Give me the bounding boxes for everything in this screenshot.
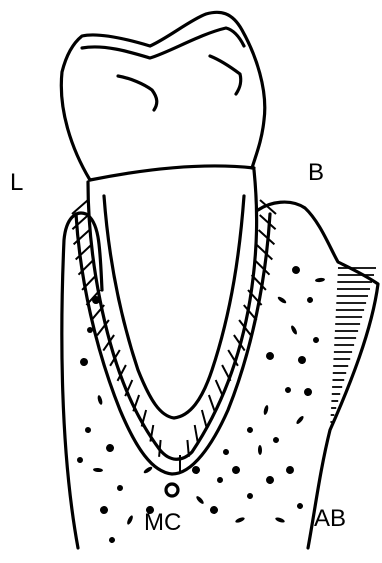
ligament-hatch-line: [195, 425, 198, 442]
marrow-space: [143, 466, 154, 475]
marrow-space: [284, 386, 291, 393]
label-mandibular-canal: MC: [144, 509, 181, 536]
crown-cusp-line-right: [210, 56, 241, 94]
marrow-space: [84, 426, 92, 434]
ligament-hatch-line: [209, 395, 215, 411]
marrow-space: [126, 515, 134, 526]
marrow-space: [307, 297, 314, 304]
marrow-space: [87, 327, 93, 333]
ligament-hatch-line: [255, 260, 270, 275]
marrow-space: [108, 536, 116, 544]
label-buccal: B: [308, 159, 324, 186]
marrow-space: [258, 445, 262, 455]
tooth-crown-outline: [61, 12, 264, 180]
marrow-space: [209, 505, 220, 516]
marrow-space: [296, 502, 304, 510]
marrow-space: [272, 436, 280, 444]
marrow-space: [217, 477, 224, 484]
marrow-space: [315, 277, 325, 282]
marrow-space: [246, 492, 253, 499]
marrow-space: [246, 426, 254, 434]
crown-cusp-line-left: [118, 76, 157, 110]
marrow-space: [235, 516, 246, 523]
cancellous-bone-marrow-spaces: [77, 264, 325, 544]
marrow-space: [263, 405, 269, 416]
marrow-space: [230, 464, 241, 475]
ligament-hatch-line: [216, 380, 223, 396]
marrow-space: [99, 505, 108, 514]
buccal-bone-hatching: [330, 268, 376, 429]
marrow-space: [286, 466, 295, 475]
marrow-space: [77, 457, 83, 463]
marrow-space: [222, 448, 230, 456]
root-outer-outline: [88, 170, 257, 459]
crown-occlusal-line: [82, 28, 244, 58]
marrow-space: [116, 484, 124, 492]
ligament-hatch-line: [159, 440, 161, 457]
marrow-space: [290, 325, 298, 336]
cemento-enamel-junction: [90, 166, 254, 180]
marrow-space: [104, 442, 115, 453]
marrow-space: [195, 495, 205, 505]
ligament-hatch-line: [202, 410, 206, 427]
marrow-space: [295, 415, 305, 425]
marrow-space: [93, 468, 103, 473]
marrow-space: [290, 264, 301, 275]
marrow-space: [303, 387, 313, 397]
marrow-space: [78, 356, 89, 367]
marrow-space: [275, 516, 286, 523]
marrow-space: [266, 352, 274, 360]
marrow-space: [312, 336, 320, 344]
marrow-space: [297, 355, 308, 366]
mandibular-canal-circle: [166, 484, 178, 496]
ligament-hatch-line: [222, 365, 230, 381]
marrow-space: [97, 395, 104, 406]
marrow-space: [265, 475, 275, 485]
label-alveolar-bone: AB: [314, 505, 346, 532]
marrow-space: [277, 295, 287, 304]
periodontal-ligament-hatching: [72, 200, 276, 472]
label-lingual: L: [10, 169, 23, 196]
